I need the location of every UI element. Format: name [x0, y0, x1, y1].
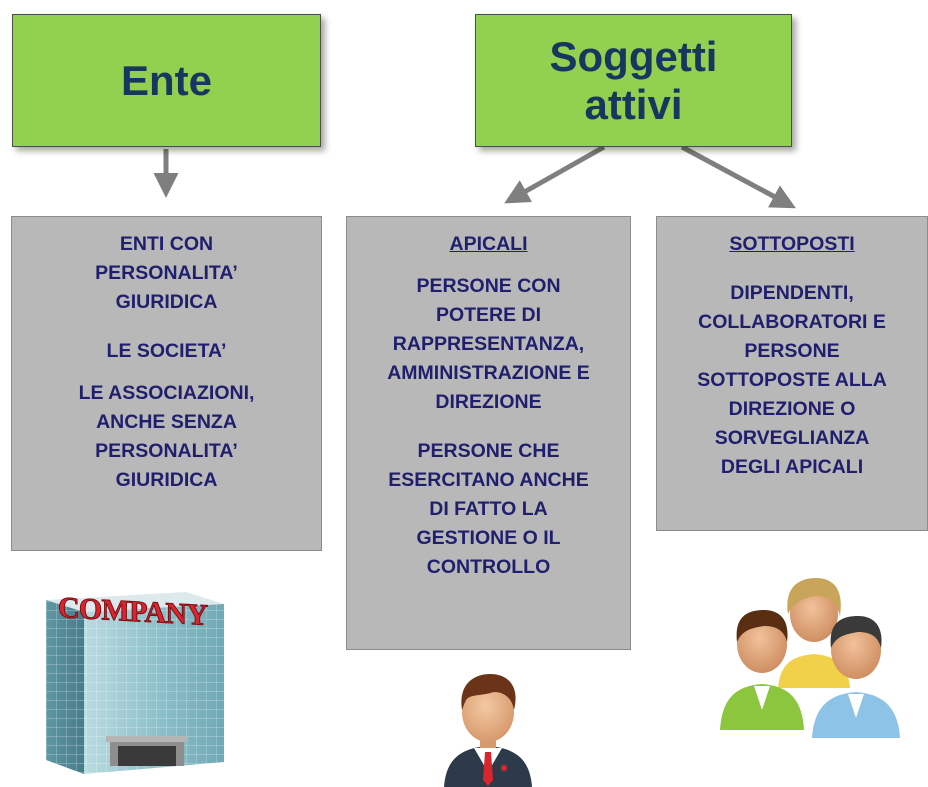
arrow-soggetti-to-sottoposti — [680, 144, 796, 209]
apicali-line: RAPPRESENTANZA, — [392, 333, 585, 355]
apicali-line: DIREZIONE — [435, 391, 542, 413]
enti-line: PERSONALITA’ — [95, 262, 238, 284]
ente-box: Ente — [12, 14, 321, 147]
apicali-line: PERSONE CON — [416, 275, 561, 297]
apicali-line: GESTIONE O IL — [416, 527, 561, 549]
company-building-icon: COMPANY — [46, 591, 224, 774]
sottoposti-line: COLLABORATORI E — [698, 311, 886, 333]
enti-box: ENTI CON PERSONALITA’ GIURIDICA LE SOCIE… — [11, 216, 322, 551]
soggetti-title-line2: attivi — [584, 80, 683, 128]
arrow-soggetti-to-apicali — [504, 144, 606, 204]
soggetti-title-line1: Soggetti — [549, 33, 718, 81]
enti-line: GIURIDICA — [115, 291, 218, 313]
apicali-line: AMMINISTRAZIONE E — [387, 362, 590, 384]
sottoposti-line: SORVEGLIANZA — [714, 427, 870, 449]
ente-title: Ente — [120, 56, 212, 104]
associazioni-line: GIURIDICA — [115, 469, 218, 491]
sottoposti-heading: SOTTOPOSTI — [729, 233, 855, 255]
apicali-line: CONTROLLO — [426, 556, 551, 578]
sottoposti-line: SOTTOPOSTE ALLA — [697, 369, 887, 391]
associazioni-line: PERSONALITA’ — [95, 440, 238, 462]
apicali-line: POTERE DI — [435, 304, 542, 326]
apicali-line: ESERCITANO ANCHE — [388, 469, 589, 491]
associazioni-line: ANCHE SENZA — [96, 411, 237, 433]
apicali-box: APICALI PERSONE CON POTERE DI RAPPRESENT… — [346, 216, 631, 650]
apicali-line: PERSONE CHE — [417, 440, 560, 462]
apicali-heading: APICALI — [449, 233, 528, 255]
sottoposti-box: SOTTOPOSTI DIPENDENTI, COLLABORATORI E P… — [656, 216, 928, 531]
soggetti-attivi-box: Soggetti attivi — [475, 14, 792, 147]
people-group-icon — [720, 578, 900, 738]
businessman-icon — [444, 674, 532, 787]
sottoposti-line: DEGLI APICALI — [720, 456, 864, 478]
apicali-line: DI FATTO LA — [429, 498, 548, 520]
societa-line: LE SOCIETA’ — [106, 340, 227, 362]
sottoposti-line: PERSONE — [744, 340, 840, 362]
associazioni-line: LE ASSOCIAZIONI, — [78, 382, 255, 404]
enti-line: ENTI CON — [119, 233, 214, 255]
company-sign-text: COMPANY — [58, 591, 208, 632]
sottoposti-line: DIREZIONE O — [728, 398, 856, 420]
sottoposti-line: DIPENDENTI, — [730, 282, 854, 304]
